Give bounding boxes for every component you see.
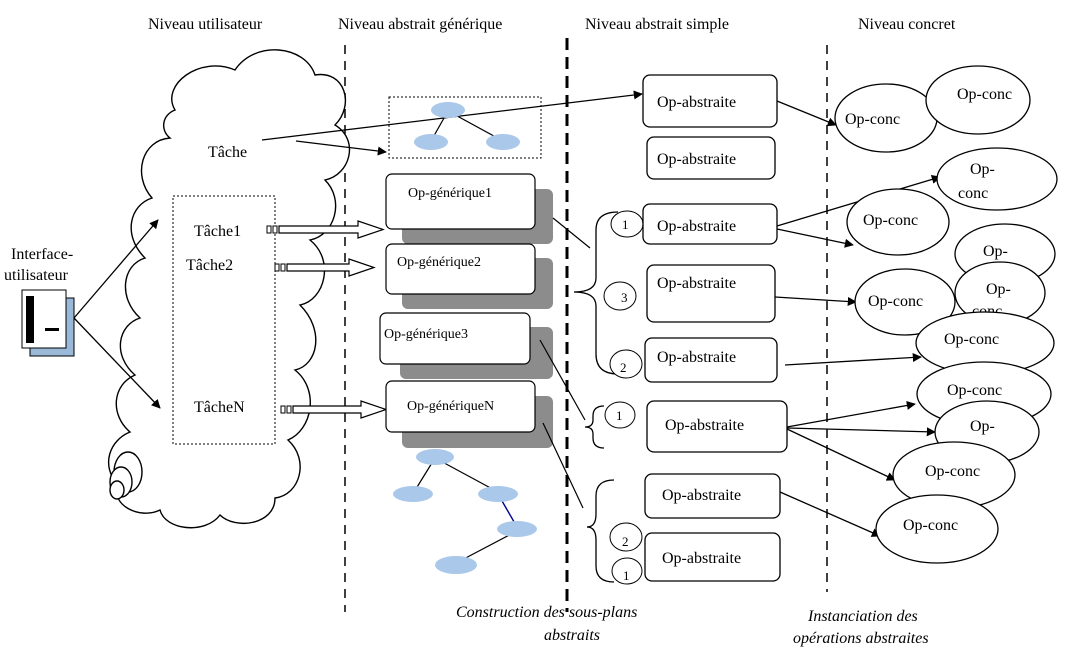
concrete-op-8: Op-conc [915, 311, 1055, 375]
svg-text:Op-: Op- [970, 161, 995, 178]
abstract-op-2: Op-abstraite [646, 136, 776, 180]
task-main-label: Tâche [208, 144, 247, 161]
svg-text:Op-: Op- [986, 281, 1011, 298]
caption-instanciation-line1: Instanciation des [807, 608, 918, 625]
taskN-label: TâcheN [194, 399, 245, 416]
svg-text:Op-conc: Op-conc [863, 212, 918, 229]
tree-preview-box [388, 96, 542, 159]
abstract-op-5: Op-abstraite [644, 337, 778, 383]
generic-op-3: Op-générique3 [379, 312, 553, 379]
concrete-op-6: Op-conc [854, 268, 956, 336]
interface-arrows [73, 219, 161, 409]
svg-text:Op-conc: Op-conc [845, 111, 900, 128]
order-number-1b: 1 [604, 401, 636, 429]
svg-text:Op-abstraite: Op-abstraite [665, 417, 744, 434]
svg-text:Op-conc: Op-conc [944, 331, 999, 348]
svg-text:Op-abstraite: Op-abstraite [662, 550, 741, 567]
abstract-op-6: Op-abstraite [646, 400, 788, 453]
task-connectors [266, 225, 292, 414]
svg-text:Op-abstraite: Op-abstraite [657, 275, 736, 292]
order-braces [573, 211, 619, 583]
task-group-box [172, 195, 276, 445]
caption-construction-line1: Construction des sous-plans [456, 604, 637, 621]
svg-text:Op-conc: Op-conc [925, 463, 980, 480]
generic-op-3-label: Op-générique3 [384, 327, 468, 342]
level-generic-title: Niveau abstrait générique [338, 16, 502, 33]
generic-op-2: Op-générique2 [385, 243, 553, 309]
generic-op-n-label: Op-génériqueN [407, 399, 494, 414]
level-user-title: Niveau utilisateur [148, 16, 263, 33]
order-number-2b: 2 [609, 522, 643, 552]
generic-op-2-label: Op-générique2 [397, 255, 481, 270]
svg-text:Op-conc: Op-conc [957, 86, 1012, 103]
document-icon [21, 289, 75, 357]
concrete-op-2: Op-conc [925, 65, 1031, 135]
svg-text:1: 1 [622, 217, 629, 232]
abstract-op-3: Op-abstraite [642, 203, 778, 245]
svg-text:Op-conc: Op-conc [903, 517, 958, 534]
interface-label-line2: utilisateur [4, 267, 69, 284]
caption-instanciation-line2: opérations abstraites [793, 630, 929, 647]
decomposition-tree-icon [393, 449, 537, 574]
svg-text:Op-conc: Op-conc [868, 293, 923, 310]
generic-op-1-label: Op-générique1 [408, 186, 492, 201]
level-concrete-title: Niveau concret [858, 16, 956, 33]
caption-construction-line2: abstraits [544, 627, 600, 644]
order-number-3: 3 [603, 281, 637, 311]
svg-text:Op-abstraite: Op-abstraite [662, 487, 741, 504]
concrete-op-3: Op- conc [936, 147, 1058, 211]
svg-text:Op-conc: Op-conc [947, 382, 1002, 399]
svg-text:2: 2 [620, 360, 627, 375]
tree-preview-icon [414, 102, 520, 150]
level-simple-title: Niveau abstrait simple [585, 16, 729, 33]
generic-to-brace-links [539, 217, 591, 509]
svg-text:2: 2 [622, 534, 629, 549]
svg-text:Op-abstraite: Op-abstraite [657, 94, 736, 111]
svg-text:Op-: Op- [970, 418, 995, 435]
abstract-op-8: Op-abstraite [644, 532, 781, 582]
concrete-op-4: Op-conc [846, 188, 950, 256]
order-number-1a: 1 [610, 210, 644, 238]
order-number-1c: 1 [611, 557, 643, 585]
svg-text:1: 1 [616, 408, 623, 423]
abstract-op-1: Op-abstraite [642, 74, 778, 128]
concrete-op-11: Op-conc [892, 441, 1016, 509]
svg-text:Op-abstraite: Op-abstraite [657, 151, 736, 168]
interface-label-line1: Interface- [11, 246, 73, 263]
svg-text:Op-abstraite: Op-abstraite [657, 349, 736, 366]
svg-text:3: 3 [621, 290, 628, 305]
user-cloud [107, 49, 351, 529]
order-number-2a: 2 [609, 349, 643, 379]
task1-label: Tâche1 [194, 223, 241, 240]
svg-text:conc: conc [958, 185, 988, 202]
abstract-op-4: Op-abstraite [646, 264, 776, 323]
task-to-generic-arrows [278, 220, 388, 419]
generic-op-1: Op-générique1 [385, 173, 553, 244]
concrete-op-1: Op-conc [834, 83, 938, 153]
generic-op-n: Op-génériqueN [385, 380, 553, 448]
concrete-op-12: Op-conc [875, 494, 999, 564]
abstract-op-7: Op-abstraite [644, 473, 781, 519]
svg-text:Op-abstraite: Op-abstraite [657, 218, 736, 235]
svg-text:Op-: Op- [983, 243, 1008, 260]
svg-text:1: 1 [623, 568, 630, 583]
task2-label: Tâche2 [186, 257, 233, 274]
